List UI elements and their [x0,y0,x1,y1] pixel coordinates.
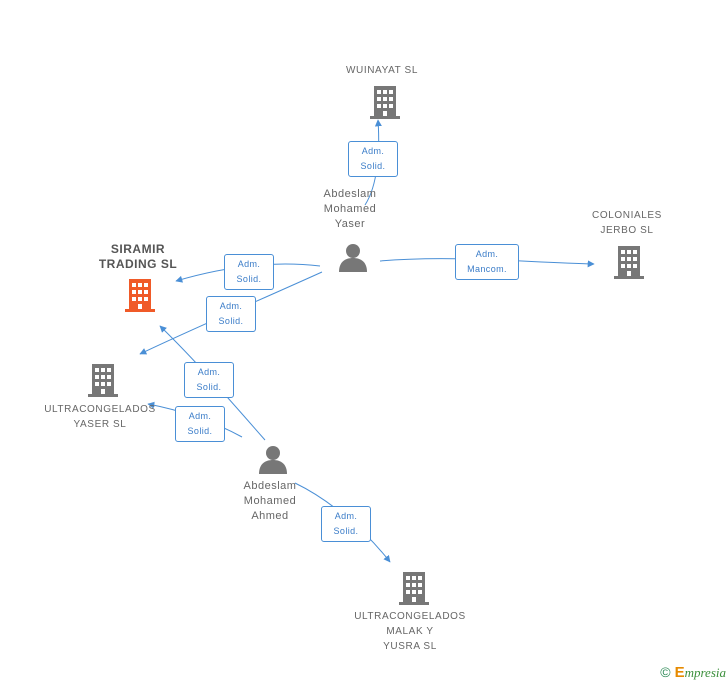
node-label-ultra-malak: ULTRACONGELADOS MALAK Y YUSRA SL [354,611,466,652]
edge-label-yaser-ultrayaser[interactable]: Adm. Solid. [206,296,256,332]
building-icon[interactable] [123,277,157,313]
node-label-coloniales: COLONIALES JERBO SL [592,210,662,236]
brand-name: mpresia [684,665,726,680]
node-label-ultra-yaser: ULTRACONGELADOS YASER SL [44,404,156,430]
edge-label-yaser-siramir[interactable]: Adm. Solid. [224,254,274,290]
brand-logo-letter: E [674,664,685,681]
person-icon[interactable] [337,242,369,272]
edge-label-ahmed-ultrayaser[interactable]: Adm. Solid. [175,406,225,442]
node-label-yaser: Abdeslam Mohamed Yaser [323,188,377,230]
building-icon[interactable] [612,244,646,280]
copyright-symbol: © [660,664,671,680]
node-label-ahmed: Abdeslam Mohamed Ahmed [243,480,297,522]
node-label-wuinayat: WUINAYAT SL [346,65,418,76]
footer-brand: ©Empresia [660,664,726,681]
node-label-siramir: SIRAMIR TRADING SL [98,242,178,271]
building-icon[interactable] [397,570,431,606]
edge-label-yaser-wuinayat[interactable]: Adm. Solid. [348,141,398,177]
building-icon[interactable] [368,84,402,120]
edge-label-ahmed-ultramalak[interactable]: Adm. Solid. [321,506,371,542]
person-icon[interactable] [257,444,289,474]
edge-label-yaser-coloniales[interactable]: Adm. Mancom. [455,244,519,280]
building-icon[interactable] [86,362,120,398]
edge-label-ahmed-siramir[interactable]: Adm. Solid. [184,362,234,398]
